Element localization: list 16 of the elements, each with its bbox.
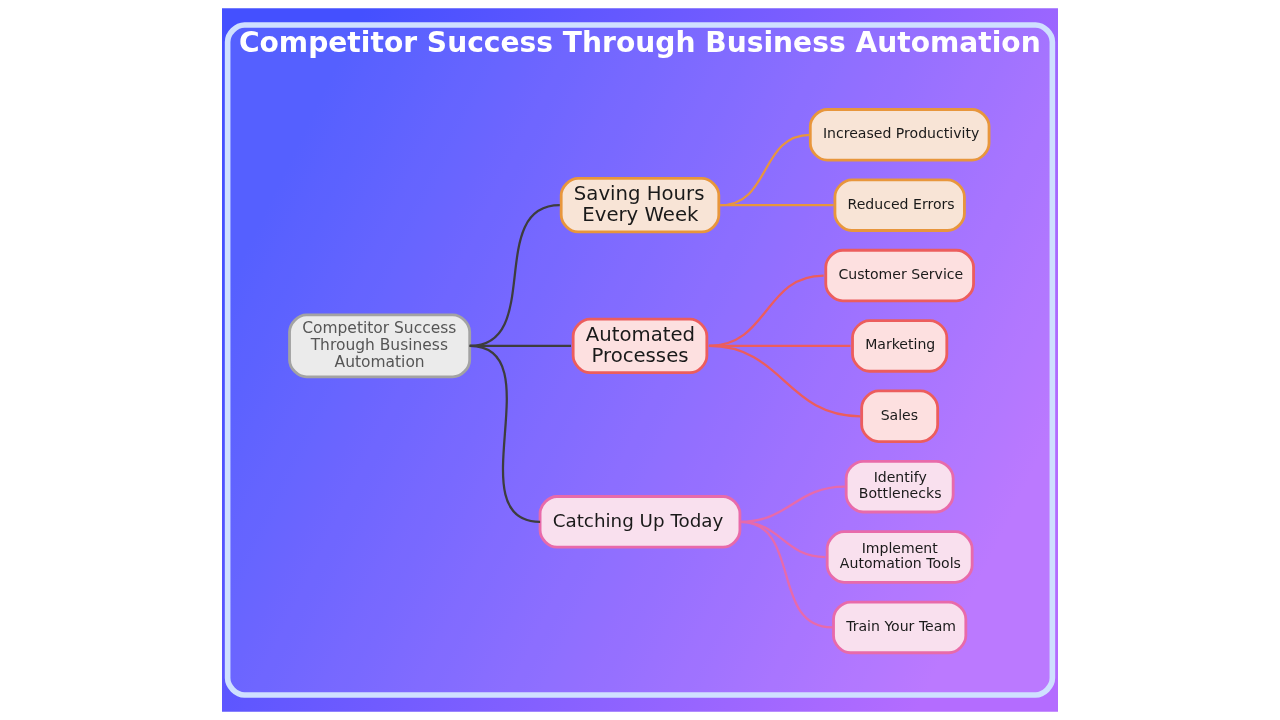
node-box: Saving Hours Every Week (559, 177, 721, 234)
node-box: Customer Service (824, 248, 975, 303)
connector (720, 133, 811, 207)
node-box: Train Your Team (832, 600, 968, 655)
connector (739, 485, 845, 523)
connector (469, 204, 560, 348)
node-box: Catching Up Today (538, 495, 742, 549)
node-box: Increased Productivity (808, 108, 991, 162)
node-box: Competitor Success Through Business Automation (288, 313, 472, 379)
node-box: Identify Bottlenecks (844, 459, 955, 514)
node-box: Implement Automation Tools (825, 530, 974, 584)
node-box: Automated Processes (571, 317, 709, 375)
node-box: Sales (860, 389, 940, 444)
connector (708, 274, 824, 348)
node-box: Reduced Errors (833, 178, 966, 232)
node-box: Marketing (851, 319, 949, 373)
